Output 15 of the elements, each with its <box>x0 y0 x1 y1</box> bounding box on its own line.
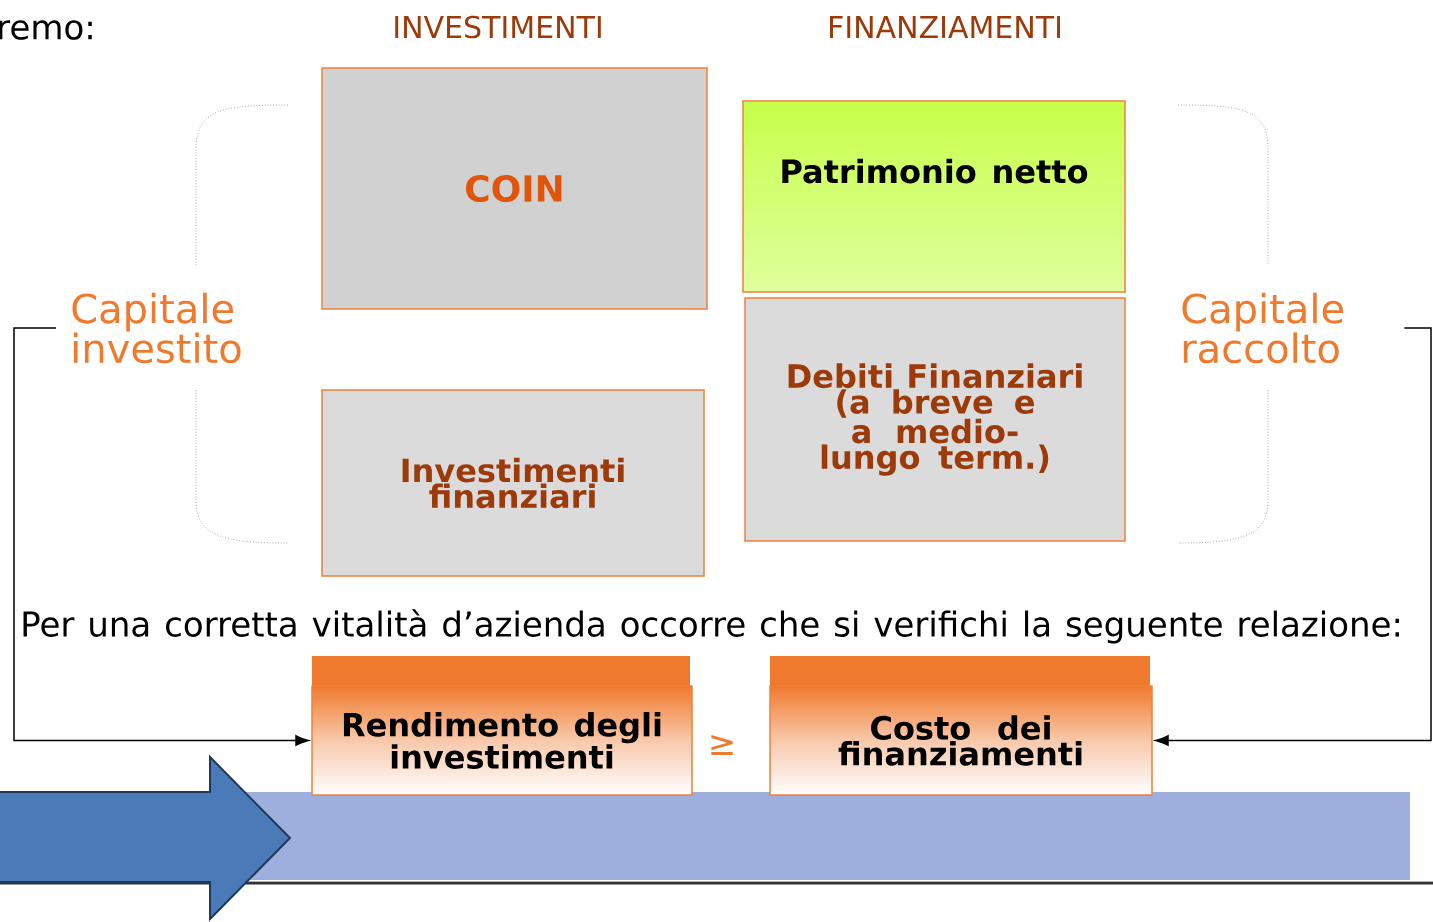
relation-symbol: ≥ <box>711 735 733 755</box>
text-fragment: remo: <box>0 20 92 40</box>
result-box: Rendimento degli investimenti <box>311 656 693 796</box>
connector-arrow <box>13 327 309 746</box>
result-box: Costo dei finanziamenti <box>769 656 1153 796</box>
side-label: Capitale investito <box>72 292 241 364</box>
investment-box: COIN <box>321 67 708 310</box>
investment-box: Investimenti finanziari <box>321 389 705 577</box>
column-heading: INVESTIMENTI <box>395 15 601 39</box>
column-heading: FINANZIAMENTI <box>830 16 1060 38</box>
investment-box: Debiti Finanziari (a breve e a medio-lungo term.) <box>744 297 1126 542</box>
side-label: Capitale raccolto <box>1182 292 1343 364</box>
sentence: Per una corretta vitalità d’azienda occorre che si verifichi la seguente relazione: <box>23 609 1399 644</box>
connector-arrow <box>1155 327 1432 746</box>
equity-box: Patrimonio netto <box>742 100 1126 293</box>
